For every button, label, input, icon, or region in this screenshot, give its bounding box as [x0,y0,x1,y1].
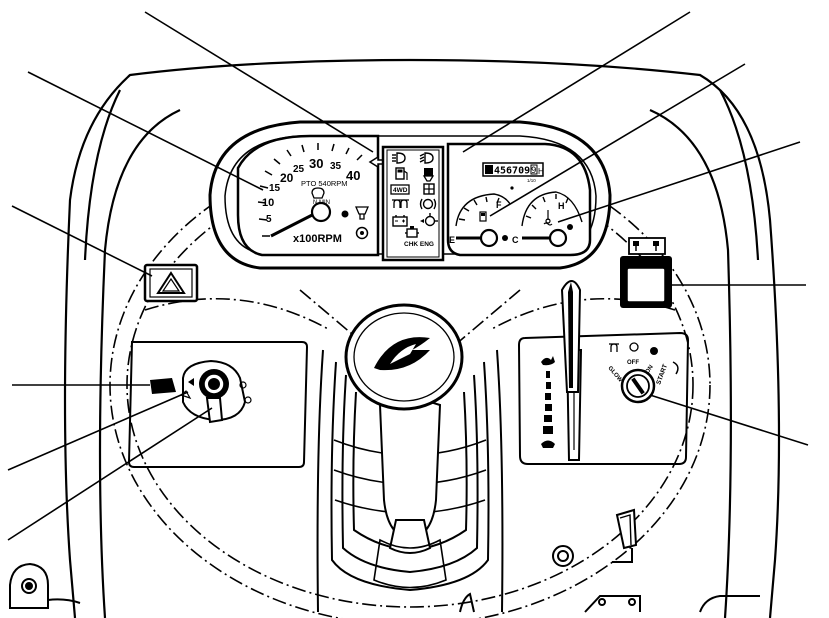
headlight-low-beam-icon [419,152,434,164]
center-plug [552,545,574,567]
callout-hazard [11,205,153,277]
callout-turn-right [462,11,691,153]
temperature-gauge: H C [512,191,583,248]
tach-label-30: 30 [309,156,323,171]
temperature-gauge-hub [548,228,568,248]
tach-label-35: 35 [330,161,342,172]
callout-hour-meter [489,63,746,217]
hazard-switch[interactable] [143,263,199,303]
water-separator-icon [355,206,369,220]
ignition-on-label: ON [645,364,655,375]
coolant-temp-icon [543,210,553,226]
parking-brake-indicator-icon: 4WD [390,184,410,195]
hand-throttle-lever[interactable] [560,280,583,461]
throttle-range-indicator [541,356,555,448]
check-engine-label: CHK ENG [404,241,434,248]
light-switch-lever[interactable] [205,397,224,424]
turn-signal-lever[interactable] [150,378,176,394]
fuel-gauge: F E [449,193,511,248]
fuel-pump-icon [479,211,487,222]
glow-position-icon [609,343,619,352]
dashboard-body-outline [63,58,781,618]
ignition-glow-label: GLOW [606,365,623,383]
glow-plug-icon [311,187,325,199]
tach-label-15: 15 [269,183,281,194]
hour-meter-sub: 1/10 [527,178,536,183]
check-engine-icon [405,226,419,238]
fuel-full-label: F [496,200,502,210]
turtle-icon [541,440,555,448]
tach-pto-text: PTO 540RPM [301,179,348,188]
callout-light-switch [7,407,213,541]
hour-meter-reading: 456709 [494,166,530,177]
tachometer-ticks [257,143,363,237]
hour-meter-unit: H [538,167,544,176]
fuel-low-icon [395,167,408,180]
start-arrow-icon [672,361,679,375]
work-lamp-switch[interactable] [620,237,672,308]
hazard-triangle-icon [156,271,186,294]
combination-switch[interactable] [150,359,252,424]
tach-label-25: 25 [293,164,305,175]
headlight-high-beam-icon [392,152,406,164]
ignition-start-label: START [655,363,669,385]
svg-text:4WD: 4WD [393,187,408,194]
tach-unit-text: x100RPM [293,233,342,245]
right-switch-panel: GLOW OFF ON START [517,280,690,465]
tach-label-10: 10 [262,197,274,209]
brake-warning-icon [419,198,437,210]
steering-wheel-hub [344,303,464,411]
fuel-gauge-hub [479,228,499,248]
callout-temp-gauge [557,141,801,223]
tachometer-hub [310,201,332,223]
shift-lever-boot [373,399,447,589]
callout-turn-left [144,11,374,153]
hour-meter: 456709 9 H 1/10 [482,162,544,183]
ignition-key-switch[interactable] [620,368,656,404]
callout-tachometer [27,71,264,191]
tachometer: 5 10 15 20 25 30 35 40 PTO 540RPM N MIN … [236,134,380,257]
work-lamp-icon [633,241,659,251]
lower-controls [9,508,760,613]
air-filter-icon [423,183,435,195]
warning-lamp-panel: 4WD [381,145,445,262]
tach-indicator-dot [341,210,349,218]
hour-meter-tenths: 9 [531,166,536,176]
fuel-empty-label: E [449,235,455,245]
ignition-off-label: OFF [627,360,639,366]
temp-cold-label: C [512,235,519,245]
tach-label-20: 20 [280,171,294,185]
pto-engaged-icon [420,213,438,227]
left-switch-panel [127,341,309,468]
temp-hot-label: H [558,201,565,211]
brand-logo-icon [374,337,430,371]
callout-ignition [649,394,809,446]
callout-horn [7,391,189,471]
battery-charge-icon [392,215,408,227]
on-position-icon [650,347,658,355]
off-position-icon [629,342,639,352]
rabbit-icon [541,356,555,366]
tach-label-5: 5 [266,214,272,225]
callout-leader-lines [7,11,809,541]
transmission-oil-icon [422,168,435,182]
tach-label-40: 40 [346,168,360,183]
glow-plug-indicator-icon [392,199,409,208]
air-filter-warning-icon [355,226,369,240]
